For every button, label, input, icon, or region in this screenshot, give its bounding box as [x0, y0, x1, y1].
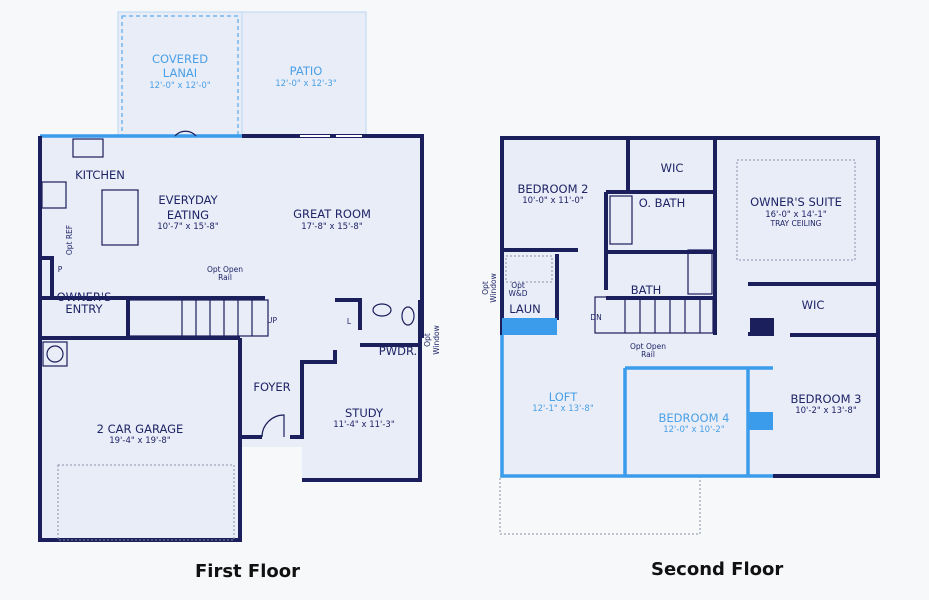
owners-entry-label: OWNER'S [57, 290, 112, 304]
lanai-label: COVERED [152, 52, 208, 66]
first-floor-plan: COVERED LANAI 12'-0" x 12'-0" PATIO 12'-… [38, 11, 441, 547]
opt-window-note: Opt [423, 333, 432, 347]
owners-entry-label-2: ENTRY [65, 302, 103, 316]
owners-suite-dim: 16'-0" x 14'-1" [765, 210, 827, 220]
loft-dim: 12'-1" x 13'-8" [532, 404, 594, 414]
wic2-label: WIC [802, 298, 825, 312]
rail-note-2: Rail [641, 350, 655, 359]
laundry-blue-wall [502, 318, 557, 335]
wd-note: W&D [508, 289, 527, 298]
shower [609, 195, 633, 245]
great-room-label: GREAT ROOM [293, 207, 371, 221]
laundry-label: LAUN [509, 302, 541, 316]
rail-note: Rail [218, 273, 232, 282]
window-note-2: Window [489, 273, 498, 303]
stairs-down-label: DN [590, 313, 601, 322]
tray-ceiling-note: TRAY CEILING [769, 219, 821, 228]
opt-open-rail-note: Opt Open [207, 265, 243, 274]
kitchen-island [101, 189, 139, 246]
eating-dim: 10'-7" x 15'-8" [157, 222, 219, 232]
powder-label: PWDR. [379, 344, 417, 358]
study-dim: 11'-4" x 11'-3" [333, 420, 395, 430]
opt-wd-note: Opt [511, 281, 525, 290]
stairs-up-label: UP [267, 316, 277, 325]
eating-label-2: EATING [167, 208, 209, 222]
bathtub [687, 249, 713, 295]
second-floor-plan: BEDROOM 2 10'-0" x 11'-0" WIC O. BATH OW… [481, 136, 880, 535]
bedroom3-label: BEDROOM 3 [791, 392, 862, 406]
wic1-label: WIC [661, 161, 684, 175]
bedroom4-dim: 12'-0" x 10'-2" [663, 425, 725, 435]
chase [750, 318, 774, 336]
loft-label: LOFT [549, 390, 578, 404]
garage-door [57, 464, 235, 541]
obath-label: O. BATH [639, 196, 685, 210]
patio-dim: 12'-0" x 12'-3" [275, 79, 337, 89]
first-floor-caption: First Floor [195, 561, 301, 582]
bath-label: BATH [631, 283, 662, 297]
study-label: STUDY [345, 406, 384, 420]
kitchen-sink [72, 138, 104, 158]
porch-below [499, 475, 701, 535]
great-room-dim: 17'-8" x 15'-8" [301, 222, 363, 232]
garage-label: 2 CAR GARAGE [97, 422, 184, 436]
bedroom2-label: BEDROOM 2 [518, 182, 589, 196]
water-heater [42, 341, 68, 367]
opt-window-note-2: Opt [481, 281, 490, 295]
foyer-label: FOYER [253, 380, 290, 394]
lanai-label-2: LANAI [163, 66, 197, 80]
garage-dim: 19'-4" x 19'-8" [109, 436, 171, 446]
second-floor-area [502, 138, 878, 476]
pantry-label: P [58, 265, 63, 274]
linen-label: L [347, 317, 352, 326]
second-floor-stairs [594, 296, 714, 334]
window-note: Window [432, 325, 441, 355]
bedroom2-dim: 10'-0" x 11'-0" [522, 196, 584, 206]
opt-ref-note: Opt REF [65, 225, 74, 255]
eating-label: EVERYDAY [158, 193, 218, 207]
cooktop [41, 181, 67, 209]
second-floor-caption: Second Floor [651, 559, 784, 580]
powder-toilet [401, 306, 415, 326]
patio-label: PATIO [290, 64, 323, 78]
bedroom4-label: BEDROOM 4 [659, 411, 730, 425]
front-door [261, 414, 285, 438]
bedroom3-dim: 10'-2" x 13'-8" [795, 406, 857, 416]
kitchen-label: KITCHEN [75, 168, 125, 182]
tray-ceiling-outline [736, 159, 856, 261]
powder-sink [372, 303, 392, 317]
first-floor-stairs [127, 299, 269, 337]
opt-open-rail-note-2: Opt Open [630, 342, 666, 351]
owners-suite-label: OWNER'S SUITE [750, 195, 842, 209]
lanai-dim: 12'-0" x 12'-0" [149, 81, 211, 91]
lanai-door [174, 130, 197, 137]
